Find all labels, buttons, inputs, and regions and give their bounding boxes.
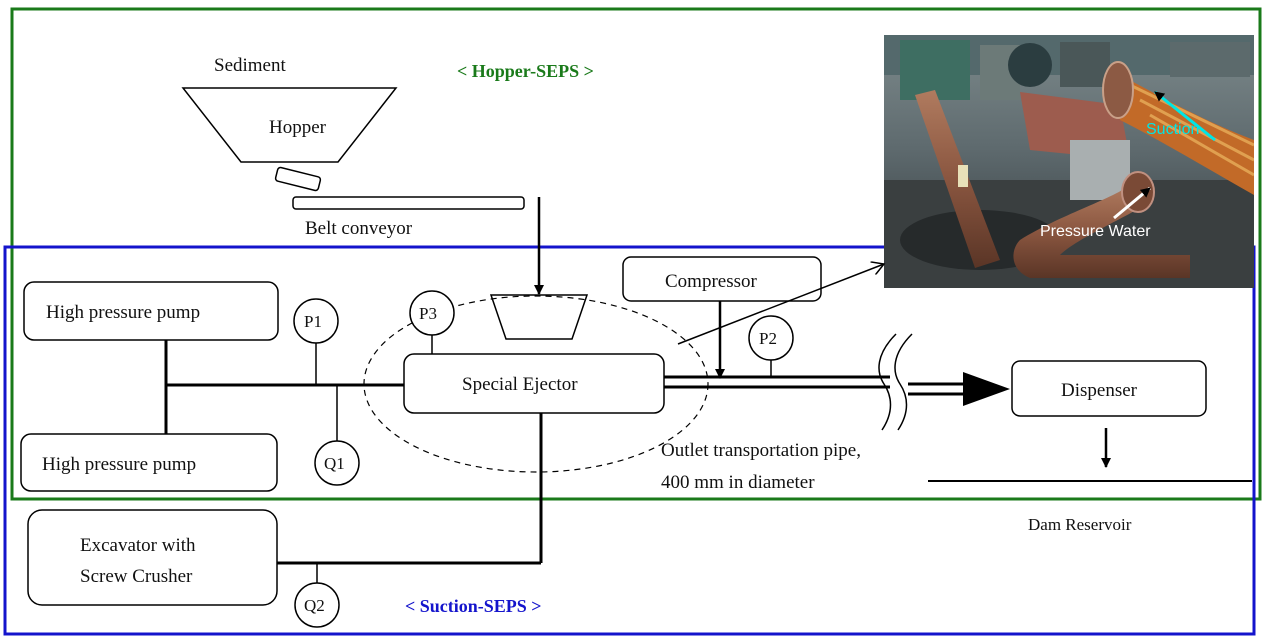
q1-gauge bbox=[314, 440, 360, 486]
pipe-break-left bbox=[878, 333, 897, 431]
outlet-arrowhead bbox=[963, 372, 1010, 406]
dispenser-label: Dispenser bbox=[1061, 380, 1138, 401]
excavator-screw-crusher bbox=[27, 509, 278, 606]
hopper bbox=[181, 87, 398, 163]
p2-gauge bbox=[748, 315, 794, 361]
suction-seps-boundary bbox=[3, 245, 1256, 636]
outlet-pipe-label-line2: 400 mm in diameter bbox=[661, 472, 815, 493]
suction-seps-title: < Suction-SEPS > bbox=[405, 596, 542, 616]
dispenser bbox=[1011, 360, 1207, 417]
p1-gauge bbox=[293, 298, 339, 344]
hopper-seps-title: < Hopper-SEPS > bbox=[457, 61, 594, 81]
high-pressure-pump-2 bbox=[20, 433, 278, 492]
p3-label: P3 bbox=[419, 304, 437, 323]
special-ejector bbox=[403, 353, 665, 414]
ejector-photo: Suction Pressure Water bbox=[884, 35, 1254, 288]
belt-conveyor bbox=[292, 196, 525, 210]
high-pressure-pump-1 bbox=[23, 281, 279, 341]
hopper-seps-boundary bbox=[10, 7, 1262, 501]
q2-label: Q2 bbox=[304, 596, 325, 615]
q2-gauge bbox=[294, 582, 340, 628]
photo-suction-label: Suction bbox=[1146, 121, 1199, 138]
excavator-label-line1: Excavator with bbox=[80, 535, 196, 556]
pressure-photo-arrow bbox=[1113, 186, 1151, 220]
high-pressure-pump-1-label: High pressure pump bbox=[46, 302, 200, 323]
hopper-label: Hopper bbox=[269, 117, 327, 138]
p1-label: P1 bbox=[304, 312, 322, 331]
photo-pressure-label: Pressure Water bbox=[1040, 223, 1151, 240]
p3-gauge bbox=[409, 290, 455, 336]
excavator-label-line2: Screw Crusher bbox=[80, 566, 193, 587]
compressor-label: Compressor bbox=[665, 271, 758, 292]
hopper-chute bbox=[274, 166, 322, 192]
pipe-break-right bbox=[894, 333, 913, 431]
special-ejector-label: Special Ejector bbox=[462, 374, 578, 395]
high-pressure-pump-2-label: High pressure pump bbox=[42, 454, 196, 475]
compressor bbox=[622, 256, 822, 302]
q1-label: Q1 bbox=[324, 454, 345, 473]
sediment-label: Sediment bbox=[214, 55, 286, 76]
outlet-pipe-label-line1: Outlet transportation pipe, bbox=[661, 440, 861, 461]
dam-reservoir-label: Dam Reservoir bbox=[1028, 515, 1132, 534]
suction-photo-arrow bbox=[1154, 90, 1216, 142]
ejector-feed-hopper bbox=[489, 294, 589, 340]
photo-pointer-arrow bbox=[677, 264, 884, 345]
belt-conveyor-label: Belt conveyor bbox=[305, 218, 413, 239]
p2-label: P2 bbox=[759, 329, 777, 348]
